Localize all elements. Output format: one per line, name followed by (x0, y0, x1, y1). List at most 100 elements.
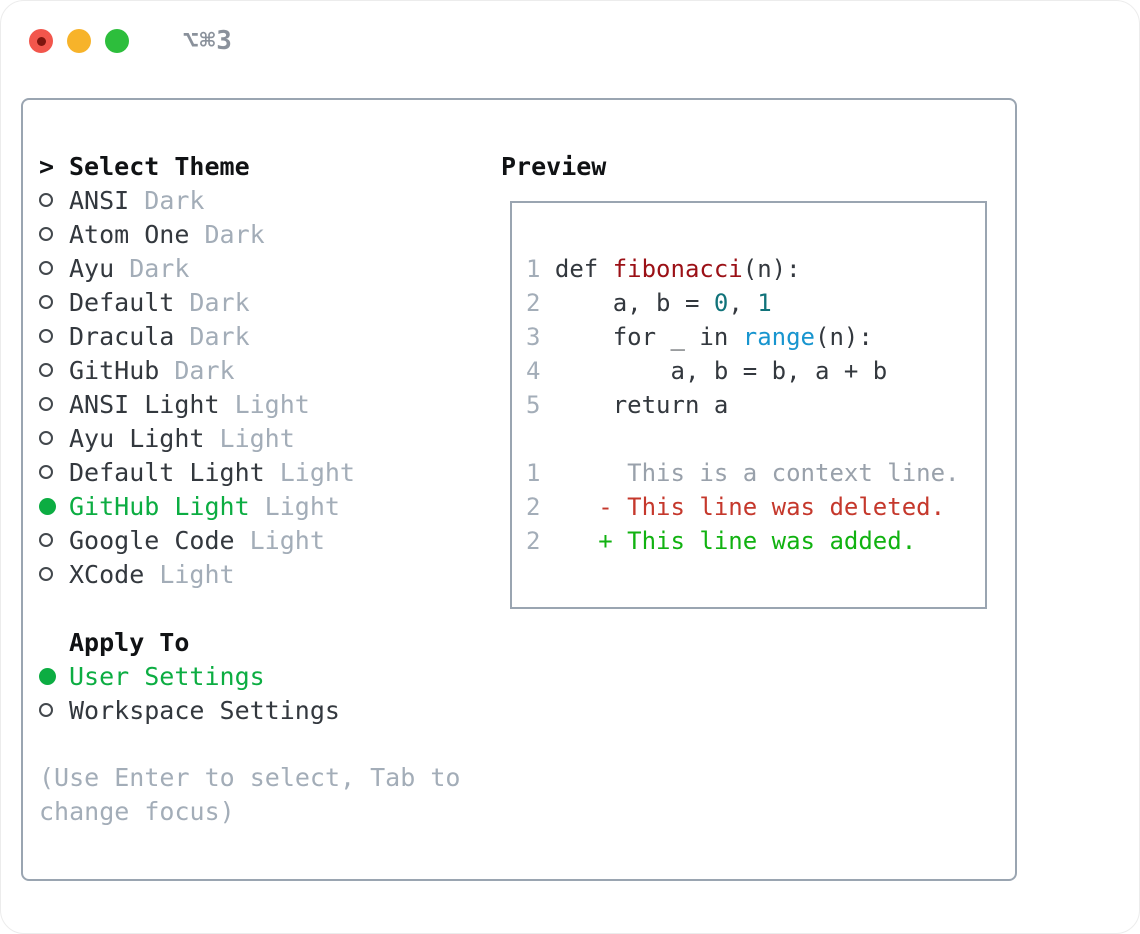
radio-icon (39, 431, 53, 445)
theme-name: Atom One (69, 219, 190, 249)
theme-item-default-light[interactable]: Default Light Light (39, 455, 501, 489)
theme-name: GitHub Light (69, 491, 250, 521)
diff-block: 1 This is a context line.2 - This line w… (526, 456, 971, 558)
theme-item-ansi[interactable]: ANSI Dark (39, 183, 501, 217)
theme-name: ANSI (69, 185, 130, 215)
code-token: , (728, 289, 758, 317)
theme-name: Ayu Light (69, 423, 205, 453)
theme-variant: Dark (174, 321, 250, 351)
theme-name: Ayu (69, 253, 115, 283)
code-token: return a (554, 391, 729, 419)
hint-text: (Use Enter to select, Tab to change focu… (39, 763, 461, 826)
apply-to-header: Apply To (39, 625, 501, 659)
radio-icon (39, 363, 53, 377)
theme-item-ayu-light[interactable]: Ayu Light Light (39, 421, 501, 455)
radio-icon (39, 465, 53, 479)
radio-icon (39, 567, 53, 581)
code-token: a, b = (554, 289, 714, 317)
preview-header: Preview (501, 149, 1015, 183)
apply-option-label: User Settings (69, 661, 265, 691)
diff-text: + This line was added. (554, 527, 917, 555)
theme-name: Default Light (69, 457, 265, 487)
apply-option-label: Workspace Settings (69, 695, 340, 725)
theme-item-google-code[interactable]: Google Code Light (39, 523, 501, 557)
code-token: (n): (815, 323, 873, 351)
select-theme-title: Select Theme (69, 151, 250, 181)
code-line: 4 a, b = b, a + b (526, 354, 971, 388)
diff-text: - This line was deleted. (554, 493, 946, 521)
window-titlebar: ⌥⌘3 (29, 26, 233, 56)
radio-icon (39, 703, 53, 717)
theme-variant: Light (249, 491, 340, 521)
theme-item-xcode[interactable]: XCode Light (39, 557, 501, 591)
diff-line-added: 2 + This line was added. (526, 524, 971, 558)
theme-name: Dracula (69, 321, 175, 351)
theme-variant: Dark (159, 355, 235, 385)
theme-variant: Dark (114, 253, 190, 283)
apply-option-workspace-settings[interactable]: Workspace Settings (39, 693, 501, 727)
theme-variant: Light (144, 559, 235, 589)
preview-title: Preview (501, 151, 607, 181)
line-number: 1 (526, 255, 555, 283)
close-dot-icon (36, 36, 46, 46)
theme-item-github-light[interactable]: GitHub Light Light (39, 489, 501, 523)
radio-selected-icon (39, 667, 56, 685)
close-icon[interactable] (29, 29, 53, 53)
code-token: a, b = b, a + b (554, 357, 888, 385)
theme-variant: Light (234, 525, 325, 555)
diff-line-deleted: 2 - This line was deleted. (526, 490, 971, 524)
code-token: 0 (713, 289, 729, 317)
code-line: 5 return a (526, 388, 971, 422)
theme-variant: Light (264, 457, 355, 487)
radio-icon (39, 397, 53, 411)
selection-arrow-icon: > (39, 151, 55, 181)
theme-item-ayu[interactable]: Ayu Dark (39, 251, 501, 285)
theme-name: ANSI Light (69, 389, 220, 419)
line-number: 1 (526, 459, 555, 487)
line-number: 2 (526, 493, 555, 521)
code-token: def (554, 255, 613, 283)
code-line: 3 for _ in range(n): (526, 320, 971, 354)
zoom-icon[interactable] (105, 29, 129, 53)
line-number: 3 (526, 323, 555, 351)
radio-selected-icon (39, 497, 56, 515)
window-shortcut-label: ⌥⌘3 (183, 26, 233, 56)
theme-item-default[interactable]: Default Dark (39, 285, 501, 319)
theme-item-dracula[interactable]: Dracula Dark (39, 319, 501, 353)
code-token: range (742, 323, 815, 351)
radio-icon (39, 329, 53, 343)
radio-icon (39, 227, 53, 241)
radio-icon (39, 193, 53, 207)
theme-item-ansi-light[interactable]: ANSI Light Light (39, 387, 501, 421)
code-line: 2 a, b = 0, 1 (526, 286, 971, 320)
theme-variant: Dark (174, 287, 250, 317)
select-theme-header: > Select Theme (39, 149, 501, 183)
diff-text: This is a context line. (554, 459, 960, 487)
code-line: 1 def fibonacci(n): (526, 252, 971, 286)
radio-icon (39, 261, 53, 275)
blank-line (526, 422, 971, 456)
code-token: for _ in (554, 323, 743, 351)
minimize-icon[interactable] (67, 29, 91, 53)
code-token: fibonacci (612, 255, 743, 283)
radio-icon (39, 533, 53, 547)
apply-option-user-settings[interactable]: User Settings (39, 659, 501, 693)
theme-item-atom-one[interactable]: Atom One Dark (39, 217, 501, 251)
line-number: 2 (526, 289, 555, 317)
line-number: 4 (526, 357, 555, 385)
code-token: 1 (757, 289, 772, 317)
theme-item-github[interactable]: GitHub Dark (39, 353, 501, 387)
diff-line-context: 1 This is a context line. (526, 456, 971, 490)
preview-column: Preview 1 def fibonacci(n):2 a, b = 0, 1… (501, 149, 1015, 879)
theme-name: Google Code (69, 525, 235, 555)
apply-to-title: Apply To (69, 627, 190, 657)
radio-icon (39, 295, 53, 309)
line-number: 2 (526, 527, 555, 555)
line-number: 5 (526, 391, 555, 419)
theme-variant: Light (219, 389, 310, 419)
